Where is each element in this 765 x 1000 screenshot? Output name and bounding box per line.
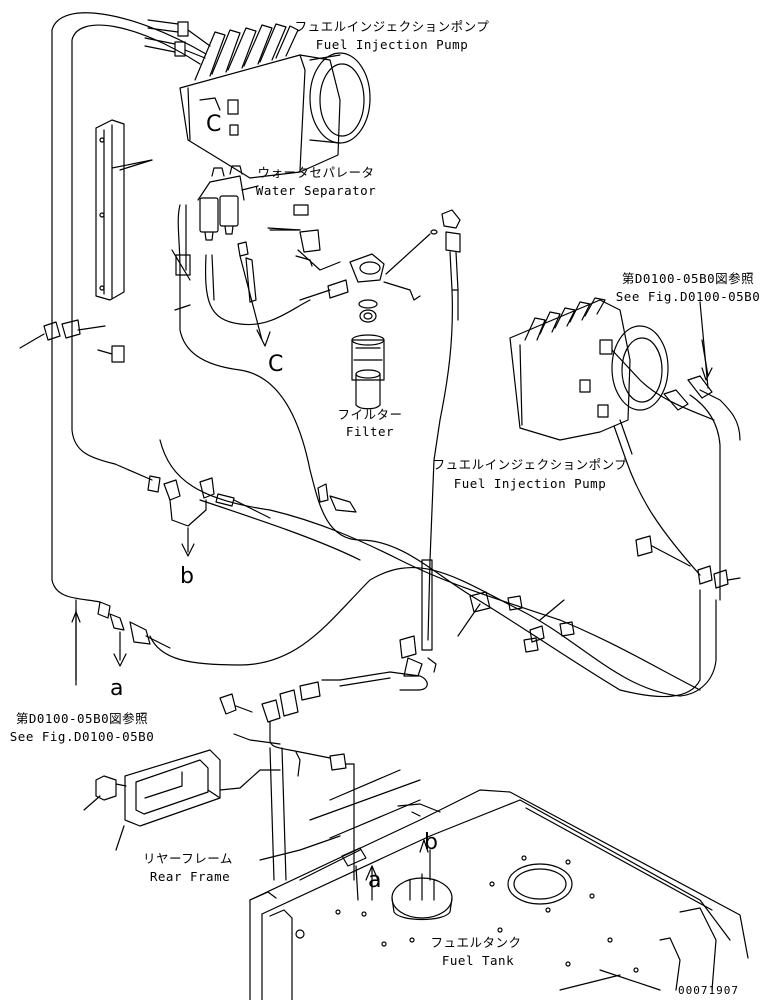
leader-lines	[76, 160, 708, 900]
label-see-fig-right-en: See Fig.D0100-05B0	[615, 289, 761, 304]
drawing-code: 00071907	[678, 984, 739, 997]
callout-c-top: C	[206, 112, 222, 137]
clamp-left	[20, 320, 124, 362]
label-see-fig-left-en: See Fig.D0100-05B0	[9, 729, 155, 744]
label-rear-frame-jp: リヤーフレーム	[143, 851, 233, 866]
label-fuel-injection-pump-mid-en: Fuel Injection Pump	[453, 476, 607, 491]
label-fuel-injection-pump-top-jp: フュエルインジェクションポンプ	[294, 19, 490, 34]
fuel-injection-pump-top	[180, 24, 370, 178]
label-filter-en: Filter	[345, 424, 395, 439]
label-fuel-injection-pump-top-en: Fuel Injection Pump	[315, 37, 469, 52]
label-fuel-injection-pump-mid-jp: フュエルインジェクションポンプ	[432, 457, 628, 472]
filter-assembly	[268, 205, 460, 409]
bracket-vertical	[96, 120, 152, 300]
hose-filter-down-right	[340, 290, 458, 690]
callout-b-tank: b	[424, 830, 438, 855]
label-rear-frame-en: Rear Frame	[149, 869, 231, 884]
rear-frame-bracket	[84, 750, 280, 850]
label-water-separator-jp: ウォータセパレータ	[257, 165, 375, 180]
callout-b-mid: b	[180, 564, 194, 589]
water-separator	[198, 166, 270, 346]
label-fuel-tank-en: Fuel Tank	[441, 953, 515, 968]
fuel-injection-pump-right	[510, 298, 740, 575]
fuel-tank	[250, 770, 748, 1000]
label-fuel-tank-jp: フュエルタンク	[430, 935, 522, 950]
fuel-line-left-loop	[52, 13, 720, 696]
callout-c-mid: C	[268, 352, 284, 377]
callout-a-tank: a	[368, 868, 382, 893]
hose-separator-to-mid	[175, 205, 700, 697]
callout-a-mid: a	[110, 676, 124, 701]
clamp-right	[636, 536, 740, 588]
label-filter-jp: フイルター	[337, 407, 403, 422]
label-see-fig-right-jp: 第D0100-05B0図参照	[621, 271, 755, 286]
lower-piping	[220, 680, 354, 880]
label-see-fig-left-jp: 第D0100-05B0図参照	[15, 711, 149, 726]
label-water-separator-en: Water Separator	[255, 183, 377, 198]
hose-lower-pair	[160, 440, 700, 690]
hose-filter-to-separator	[206, 255, 310, 325]
